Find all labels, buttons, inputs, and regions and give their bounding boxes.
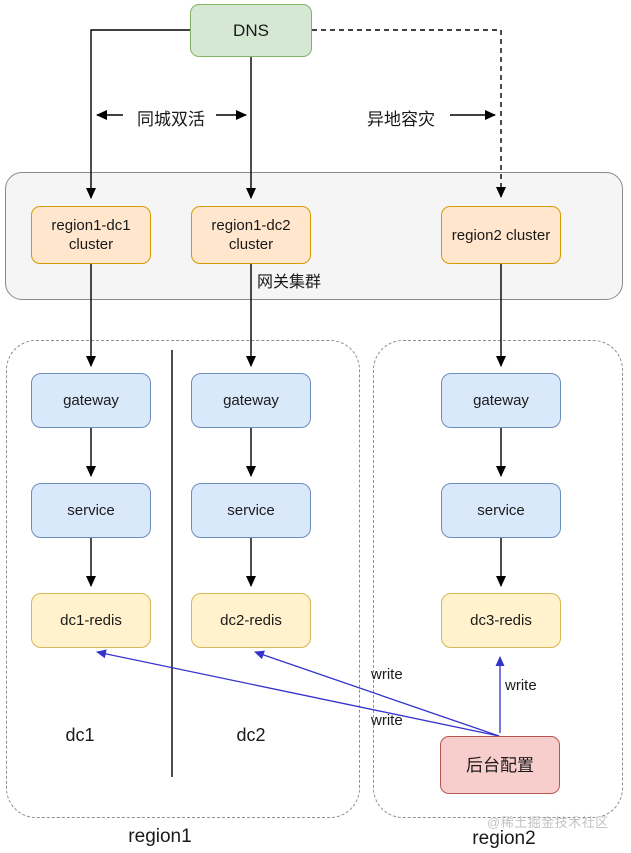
- region1-label: region1: [128, 826, 192, 847]
- service-node-dc2: service: [191, 483, 311, 538]
- cluster-node-label: region2 cluster: [451, 226, 551, 244]
- backend-config-node: 后台配置: [440, 736, 560, 794]
- cluster-node-region1-dc1: region1-dc1 cluster: [31, 206, 151, 264]
- cluster-node-region1-dc2: region1-dc2 cluster: [191, 206, 311, 264]
- dc1-label: dc1: [65, 725, 95, 745]
- redis-node-label: dc2-redis: [220, 612, 282, 629]
- gateway-node-dc1: gateway: [31, 373, 151, 428]
- service-node-label: service: [227, 502, 275, 519]
- gateway-node-label: gateway: [473, 392, 529, 409]
- cluster-node-label: region1-dc2 cluster: [211, 217, 291, 253]
- service-node-dc3: service: [441, 483, 561, 538]
- dc2-label: dc2: [236, 725, 266, 745]
- backend-config-label: 后台配置: [466, 755, 534, 775]
- cluster-node-region2: region2 cluster: [441, 206, 561, 264]
- dns-node: DNS: [190, 4, 312, 57]
- same-city-label: 同城双活: [137, 110, 205, 129]
- write-label-dc1: write: [371, 712, 403, 729]
- region1-group: [6, 340, 360, 818]
- gateway-cluster-group-label: 网关集群: [256, 274, 321, 291]
- gateway-node-label: gateway: [63, 392, 119, 409]
- redis-node-dc2: dc2-redis: [191, 593, 311, 648]
- write-label-dc3: write: [505, 677, 537, 694]
- region2-group: [373, 340, 623, 818]
- cluster-node-label: region1-dc1 cluster: [51, 217, 131, 253]
- watermark: @稀土掘金技术社区: [487, 815, 609, 830]
- write-label-dc2: write: [371, 666, 403, 683]
- gateway-node-dc2: gateway: [191, 373, 311, 428]
- redis-node-label: dc1-redis: [60, 612, 122, 629]
- redis-node-dc3: dc3-redis: [441, 593, 561, 648]
- redis-node-dc1: dc1-redis: [31, 593, 151, 648]
- remote-disaster-label: 异地容灾: [367, 110, 435, 129]
- service-node-label: service: [477, 502, 525, 519]
- service-node-dc1: service: [31, 483, 151, 538]
- redis-node-label: dc3-redis: [470, 612, 532, 629]
- service-node-label: service: [67, 502, 115, 519]
- gateway-node-dc3: gateway: [441, 373, 561, 428]
- gateway-node-label: gateway: [223, 392, 279, 409]
- dns-node-label: DNS: [233, 21, 269, 40]
- region2-label: region2: [472, 828, 536, 849]
